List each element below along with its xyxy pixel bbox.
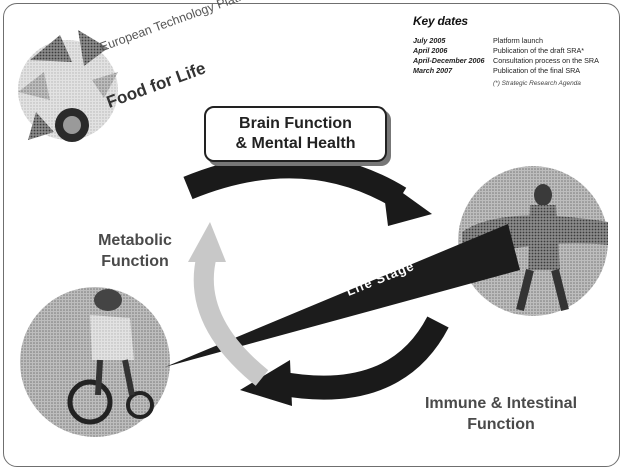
key-dates-panel: Key dates July 2005 Platform launch Apri…: [413, 14, 618, 87]
key-date: March 2007: [413, 66, 493, 76]
left-photo: [20, 287, 170, 437]
brain-function-line2: & Mental Health: [235, 134, 355, 154]
immune-line2: Function: [396, 414, 606, 435]
brain-function-box: Brain Function & Mental Health: [204, 106, 387, 162]
metabolic-line1: Metabolic: [80, 230, 190, 251]
immune-function-label: Immune & Intestinal Function: [396, 393, 606, 435]
key-date-event: Publication of the final SRA: [493, 66, 618, 76]
key-date-row: July 2005 Platform launch: [413, 36, 618, 46]
key-date-row: April-December 2006 Consultation process…: [413, 56, 618, 66]
top-arrow: [188, 166, 432, 226]
key-date: April-December 2006: [413, 56, 493, 66]
key-date: July 2005: [413, 36, 493, 46]
key-date-row: March 2007 Publication of the final SRA: [413, 66, 618, 76]
key-date-event: Consultation process on the SRA: [493, 56, 618, 66]
key-dates-footnote: (*) Strategic Research Agenda: [493, 80, 618, 87]
brain-function-line1: Brain Function: [239, 114, 352, 134]
key-date-event: Publication of the draft SRA*: [493, 46, 618, 56]
key-date-event: Platform launch: [493, 36, 618, 46]
metabolic-function-label: Metabolic Function: [80, 230, 190, 272]
metabolic-line2: Function: [80, 251, 190, 272]
key-date-row: April 2006 Publication of the draft SRA*: [413, 46, 618, 56]
key-dates-title: Key dates: [413, 14, 618, 28]
immune-line1: Immune & Intestinal: [396, 393, 606, 414]
key-date: April 2006: [413, 46, 493, 56]
